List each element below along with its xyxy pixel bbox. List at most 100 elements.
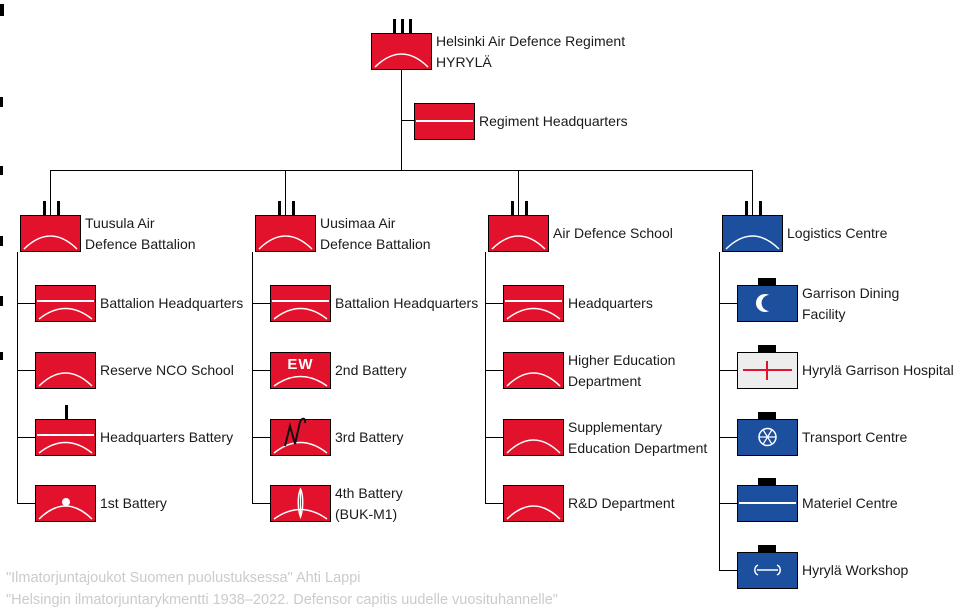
connector-line [485,503,503,504]
connector-line [285,170,286,215]
unit-label: Hyrylä Garrison Hospital [802,362,954,378]
unit-label: Higher Education Department [568,351,676,389]
connector-line [17,252,18,503]
unit-logistics-centre [722,201,783,252]
unit-label: 1st Battery [100,495,167,511]
unit-label: Tuusula Air Defence Battalion [85,214,196,252]
connector-line [485,370,503,371]
connector-line [252,303,270,304]
air-defence-arc-icon [273,375,328,387]
echelon-tick [292,201,295,216]
connector-line [719,370,737,371]
jammer-squiggle-icon [284,417,307,447]
unit-label: Headquarters Battery [100,429,234,445]
unit-label: Reserve NCO School [100,362,234,378]
air-defence-arc-icon [23,235,78,250]
red-cross-icon [766,361,768,380]
unit-2nd-battery: EW [270,352,331,389]
unit-garrison-hospital [737,345,798,389]
unit-label: 3rd Battery [335,429,404,445]
unit-4th-battery [270,485,331,522]
unit-label: Regiment Headquarters [479,113,628,129]
connector-line [17,370,35,371]
connector-line [485,303,503,304]
connector-line [252,437,270,438]
echelon-tick [745,201,748,216]
unit-rd-dept [503,485,564,522]
unit-label: Headquarters [568,295,653,311]
connector-line [752,170,753,215]
unit-label: Transport Centre [802,429,908,445]
scan-artifact [0,236,3,246]
connector-line [518,170,519,215]
hq-line-icon [37,434,94,436]
hq-line-icon [416,120,473,122]
unit-uusimaa-battalion [255,201,316,252]
connector-line [50,170,51,215]
source-citation-line1: "Ilmatorjuntajoukot Suomen puolustuksess… [6,570,361,586]
unit-helsinki-regiment [371,19,432,70]
unit-label: Battalion Headquarters [335,295,479,311]
unit-label: 4th Battery (BUK-M1) [335,484,403,522]
air-defence-arc-icon [38,441,93,454]
bar-line-icon [739,502,796,504]
echelon-tick [278,201,281,216]
air-defence-arc-icon [38,307,93,320]
air-defence-arc-icon [491,235,546,250]
air-defence-arc-icon [506,505,561,520]
echelon-tick [525,201,528,216]
echelon-tick [409,19,412,34]
facility-tab [758,478,776,486]
facility-tab [758,545,776,553]
unit-hq-battery [35,405,96,456]
connector-line [719,570,737,571]
unit-label: Hyrylä Workshop [802,562,909,578]
crescent-icon [756,294,778,312]
unit-label: Logistics Centre [787,225,888,241]
connector-line [719,303,737,304]
echelon-tick [43,201,46,216]
air-defence-arc-icon [506,439,561,454]
unit-supplementary-edu-dept [503,419,564,456]
facility-tab [758,278,776,286]
echelon-tick [401,19,404,34]
air-defence-arc-icon [258,235,313,250]
echelon-tick [393,19,396,34]
connector-line [252,503,270,504]
unit-reserve-nco-school [35,352,96,389]
unit-materiel-centre [737,478,798,522]
unit-label: Air Defence School [553,225,673,241]
facility-tab [758,345,776,353]
echelon-tick [65,405,68,420]
unit-higher-edu-dept [503,352,564,389]
unit-tuusula-bn-hq [35,285,96,322]
echelon-tick [759,201,762,216]
air-defence-arc-icon [273,307,328,320]
wheel-icon [758,427,777,447]
connector-line [252,370,270,371]
unit-label: Helsinki Air Defence Regiment HYRYLÄ [436,32,626,70]
unit-dining-facility [737,278,798,322]
air-defence-arc-icon [725,235,780,250]
connector-line [252,252,253,503]
unit-label: Materiel Centre [802,495,898,511]
ew-text-icon: EW [287,356,314,373]
facility-tab [758,412,776,420]
unit-3rd-battery [270,417,331,456]
unit-transport-centre [737,412,798,456]
connector-line [485,252,486,503]
connector-line [17,437,35,438]
dot-icon [62,498,70,506]
unit-label: Battalion Headquarters [100,295,244,311]
air-defence-arc-icon [38,372,93,387]
unit-workshop [737,545,798,589]
unit-ad-school [488,201,549,252]
echelon-tick [57,201,60,216]
air-defence-arc-icon [506,372,561,387]
air-defence-arc-icon [506,307,561,320]
wrench-icon [754,564,781,576]
connector-line [719,437,737,438]
connector-line [485,437,503,438]
connector-line [719,503,737,504]
